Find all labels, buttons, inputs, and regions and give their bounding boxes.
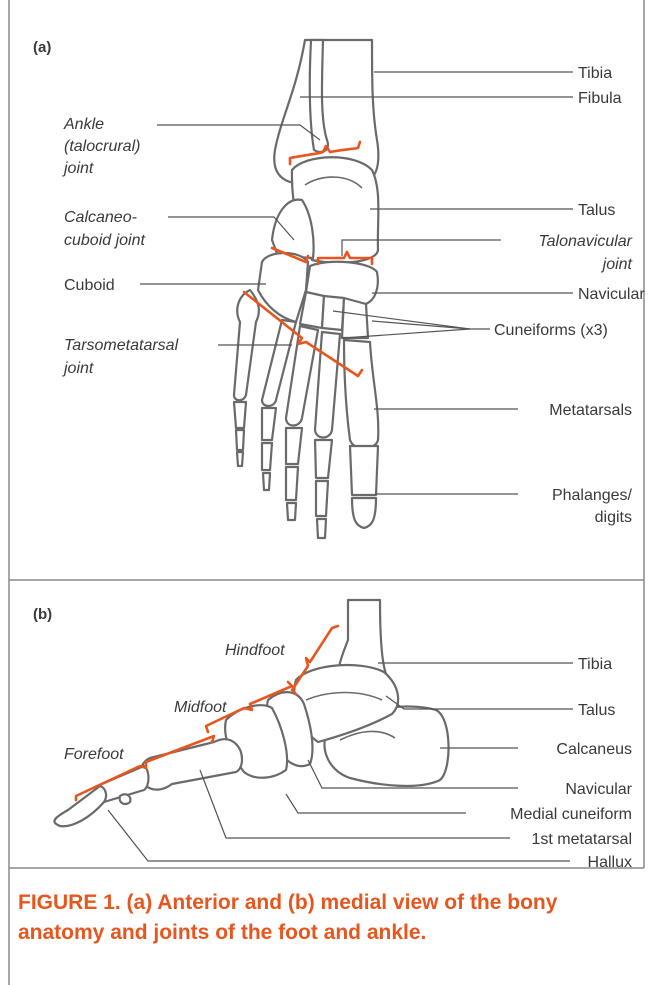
label-talus-a: Talus [578,202,615,219]
metatarsal-2 [315,332,340,438]
digit-1 [350,446,378,528]
cuneiform-medial [342,298,368,338]
metatarsal-1 [344,340,378,448]
figure-caption: FIGURE 1. (a) Anterior and (b) medial vi… [18,888,638,948]
label-navicular-a: Navicular [578,286,645,303]
label-talonavicular-2: joint [601,256,633,273]
digit-2 [315,440,332,538]
label-phalanges-1: Phalanges/ [552,487,633,504]
panel-b-bones [54,600,448,826]
label-talonavicular-1: Talonavicular [538,233,632,250]
panel-b-tag: (b) [33,606,52,623]
hallux-distal-b [54,786,106,826]
label-tibia-a: Tibia [578,65,612,82]
label-tarsometatarsal-2: joint [62,360,94,377]
label-hindfoot: Hindfoot [225,642,285,659]
panel-a-bones [234,40,378,538]
label-hallux-b: Hallux [588,854,632,871]
label-medial-cuneiform-b: Medial cuneiform [510,806,632,823]
cuneiform-intermediate [322,296,344,330]
label-midfoot: Midfoot [174,699,227,716]
digit-5 [234,402,246,466]
panel-a-tag: (a) [33,39,51,56]
label-phalanges-2: digits [595,509,632,526]
first-metatarsal-bone-b [140,739,242,789]
label-tibia-b: Tibia [578,656,612,673]
label-calcaneus-b: Calcaneus [556,741,632,758]
panel-b: (b) [33,600,633,871]
label-cuboid: Cuboid [64,277,115,294]
digit-4 [262,408,276,490]
label-ankle-1: Ankle [63,116,104,133]
label-forefoot: Forefoot [64,746,124,763]
cuboid-bone-a [258,253,308,322]
label-navicular-b: Navicular [565,781,632,798]
label-calcaneo-1: Calcaneo- [64,209,137,226]
label-talus-b: Talus [578,702,615,719]
label-metatarsals: Metatarsals [549,402,632,419]
panel-a: (a) [33,39,645,538]
label-ankle-2: (talocrural) [64,138,140,155]
label-ankle-3: joint [62,160,94,177]
label-calcaneo-2: cuboid joint [64,232,146,249]
label-fibula-a: Fibula [578,90,622,107]
label-first-metatarsal-b: 1st metatarsal [532,831,632,848]
digit-3 [286,428,302,520]
label-cuneiforms: Cuneiforms (x3) [494,322,608,339]
label-tarsometatarsal-1: Tarsometatarsal [64,337,179,354]
sesamoid-b [120,794,131,804]
